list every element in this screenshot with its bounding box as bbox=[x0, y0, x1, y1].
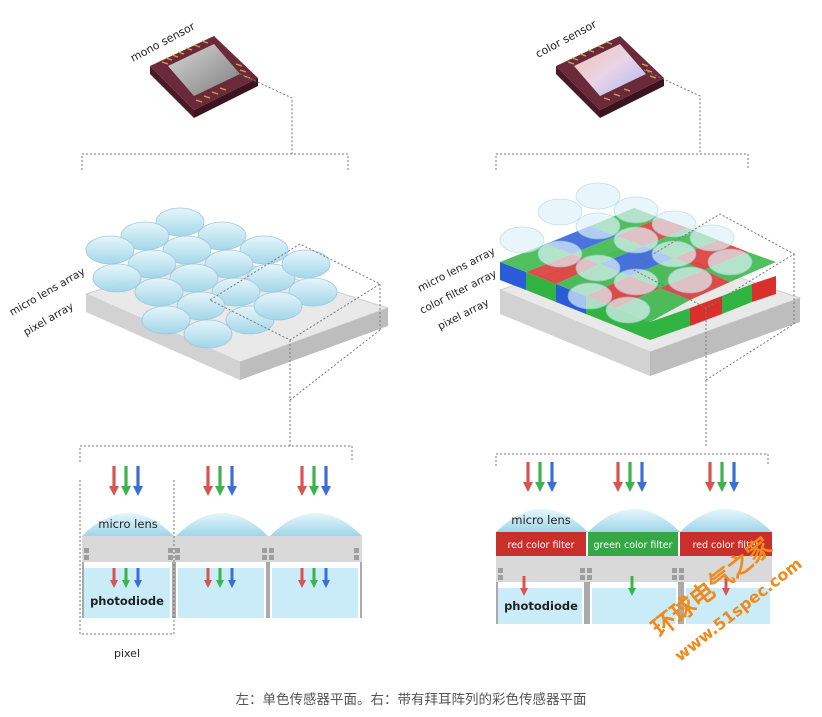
color-detail-connector bbox=[495, 453, 769, 466]
mono-layer-stack bbox=[84, 207, 390, 446]
red-filter-label-2: red color filter bbox=[692, 540, 759, 551]
figure-caption: 左：单色传感器平面。右：带有拜耳阵列的彩色传感器平面 bbox=[235, 692, 587, 708]
color-connector-lines bbox=[495, 69, 749, 170]
mono-photodiode-label: photodiode bbox=[90, 594, 164, 608]
color-sensor-chip bbox=[556, 36, 664, 118]
color-pixel-detail bbox=[496, 509, 772, 624]
color-layer-stack bbox=[498, 182, 802, 446]
green-filter-label: green color filter bbox=[594, 540, 673, 551]
mono-incoming-light-arrows bbox=[109, 466, 331, 496]
pixel-label: pixel bbox=[114, 647, 140, 660]
pixel-bracket bbox=[79, 480, 175, 635]
mono-pixel-detail bbox=[82, 513, 362, 618]
mono-sensor-chip bbox=[150, 36, 258, 118]
mono-photodiode-arrows bbox=[110, 568, 330, 588]
color-incoming-light-arrows bbox=[523, 462, 739, 492]
mono-detail-connector bbox=[79, 445, 353, 462]
mono-connector-lines bbox=[81, 71, 349, 170]
color-micro-lens-label: micro lens bbox=[511, 513, 570, 527]
red-filter-label-1: red color filter bbox=[507, 540, 574, 551]
mono-micro-lens-label: micro lens bbox=[98, 517, 157, 531]
color-filtered-arrows bbox=[520, 576, 730, 596]
color-photodiode-label: photodiode bbox=[504, 599, 578, 613]
